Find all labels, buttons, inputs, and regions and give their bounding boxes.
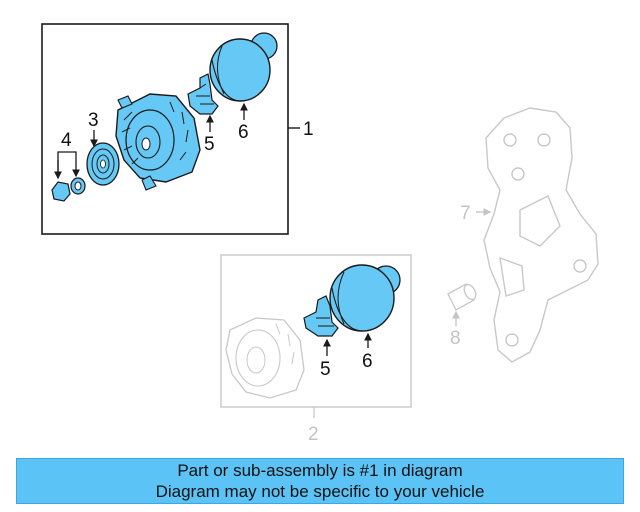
parts-diagram: 1 3 4 5 6 2 5 6 7 — [41, 23, 599, 445]
inset-callout-6: 6 — [362, 351, 373, 372]
callout-7: 7 — [460, 203, 471, 224]
alternator-body[interactable] — [115, 93, 201, 191]
callout-4: 4 — [61, 130, 72, 151]
regulator-part[interactable] — [187, 73, 219, 115]
banner-line-2: Diagram may not be specific to your vehi… — [155, 482, 485, 501]
callout-6: 6 — [238, 122, 249, 143]
inset-callout-5: 5 — [320, 359, 331, 380]
pulley-part[interactable] — [86, 142, 120, 186]
callout-1: 1 — [303, 119, 314, 140]
info-banner: Part or sub-assembly is #1 in diagram Di… — [16, 458, 624, 504]
nut-arrow-bracket — [57, 151, 80, 178]
bushing-faded — [447, 283, 477, 311]
reman-regulator-part[interactable] — [303, 295, 339, 337]
bracket-faded — [483, 107, 599, 363]
callout-5: 5 — [204, 134, 215, 155]
rear-cover-part[interactable] — [209, 32, 278, 102]
callout-3: 3 — [88, 110, 99, 131]
reman-frame — [220, 254, 412, 408]
callout-8: 8 — [450, 328, 461, 349]
callout-2: 2 — [308, 424, 319, 445]
banner-line-1: Part or sub-assembly is #1 in diagram — [177, 461, 463, 480]
reman-alternator-faded — [225, 317, 305, 399]
assembly-frame — [41, 23, 289, 235]
nut-part[interactable] — [51, 177, 86, 202]
reman-rear-cover-part[interactable] — [329, 264, 401, 332]
